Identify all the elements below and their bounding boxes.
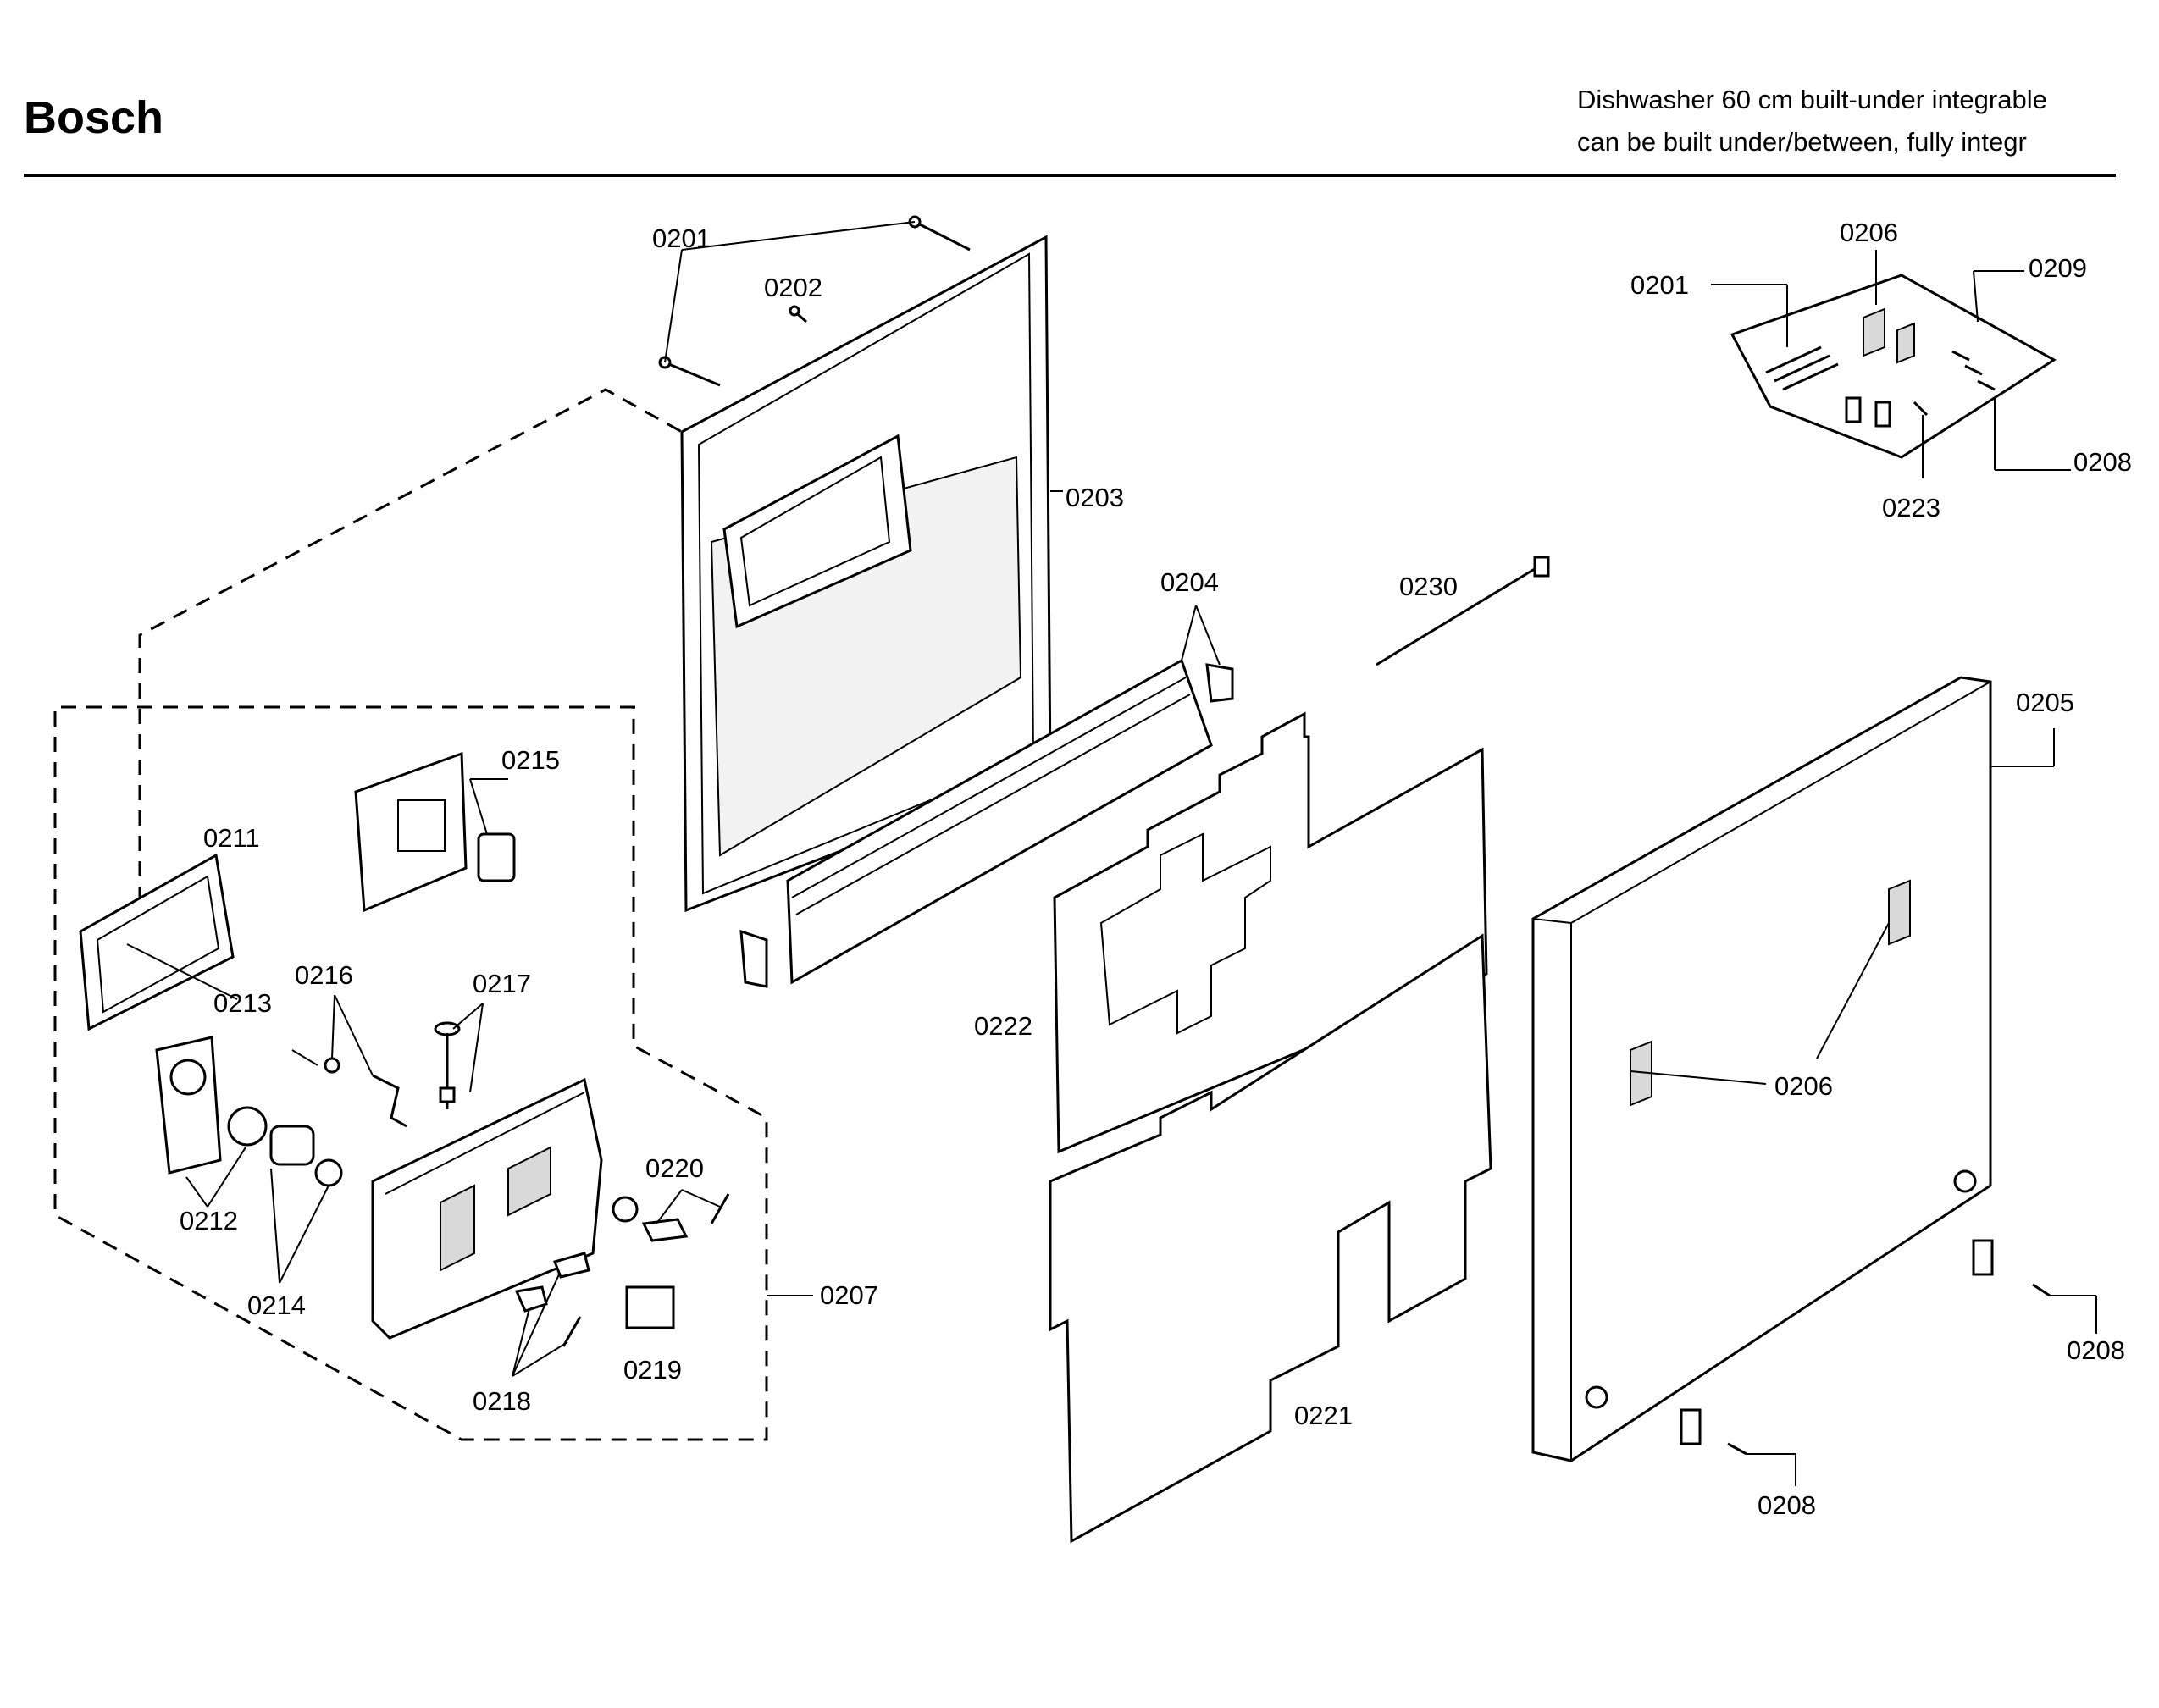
callout-0206-panel: 0206 (1774, 1071, 1833, 1101)
callout-0208-kit: 0208 (2073, 447, 2132, 477)
model-description-line-2: can be built under/between, fully integr (1577, 127, 2027, 157)
dispenser-lid-0215 (354, 751, 516, 913)
insulation-panel-0221 (1049, 933, 1492, 1544)
window-frame-0211 (79, 853, 235, 1031)
dispenser-housing (371, 1077, 603, 1340)
callout-0218: 0218 (473, 1386, 531, 1416)
leader-lines (126, 221, 2097, 1486)
screw-0201-left (658, 356, 721, 387)
gasket-0213 (227, 1106, 268, 1147)
lever-0218 (514, 1252, 590, 1347)
brand-title: Bosch (24, 92, 164, 143)
callout-0207: 0207 (820, 1280, 878, 1310)
callout-0211: 0211 (203, 823, 260, 853)
dispenser-nozzle-0214 (269, 1125, 343, 1187)
hinge-plate-bottom (1680, 1408, 1747, 1456)
callout-0201-kit: 0201 (1630, 270, 1689, 300)
callout-0208-bottom: 0208 (1758, 1490, 1816, 1520)
callout-0214: 0214 (247, 1291, 306, 1320)
hinge-clip (739, 929, 768, 988)
callout-0208-right: 0208 (2067, 1335, 2125, 1365)
callout-0212: 0212 (180, 1206, 238, 1235)
spring-0216 (324, 1057, 407, 1128)
dispenser-cap-0212 (155, 1036, 222, 1175)
insulation-panel-0222 (1053, 711, 1488, 1154)
callout-0222: 0222 (974, 1011, 1032, 1041)
outer-door-panel-0205 (1531, 676, 1992, 1462)
callout-0209: 0209 (2029, 253, 2087, 283)
callout-0205: 0205 (2016, 688, 2074, 717)
callout-0217: 0217 (473, 969, 531, 998)
callout-0204: 0204 (1160, 567, 1219, 597)
screw-0201-top (908, 215, 971, 252)
lever-0220 (612, 1193, 730, 1242)
callout-0216: 0216 (295, 960, 353, 990)
screw-0202 (789, 305, 807, 323)
callout-0219: 0219 (623, 1355, 682, 1385)
callout-0223: 0223 (1882, 493, 1940, 522)
hardware-kit-bag (1730, 274, 2057, 459)
assembly-boundary-0207 (53, 705, 768, 1441)
plunger-0217 (434, 1021, 461, 1109)
door-seal-strip-0204 (786, 658, 1234, 985)
callout-0220: 0220 (645, 1153, 704, 1183)
header-divider (24, 174, 2116, 177)
switch-0219 (625, 1285, 675, 1329)
callout-0213: 0213 (213, 988, 272, 1018)
callout-0215: 0215 (501, 745, 560, 775)
callout-0202: 0202 (764, 273, 822, 302)
hinge-plate-right (1972, 1239, 2051, 1297)
model-description-line-1: Dishwasher 60 cm built-under integrable (1577, 85, 2047, 114)
callout-0221: 0221 (1294, 1401, 1353, 1430)
door-inner-panel-0203 (680, 235, 1052, 913)
callout-0230: 0230 (1399, 572, 1458, 601)
callout-0206-kit: 0206 (1840, 218, 1898, 247)
callout-0203: 0203 (1066, 483, 1124, 512)
cable-tie-0230 (1376, 556, 1550, 666)
callout-0201-door-screw: 0201 (652, 224, 711, 253)
